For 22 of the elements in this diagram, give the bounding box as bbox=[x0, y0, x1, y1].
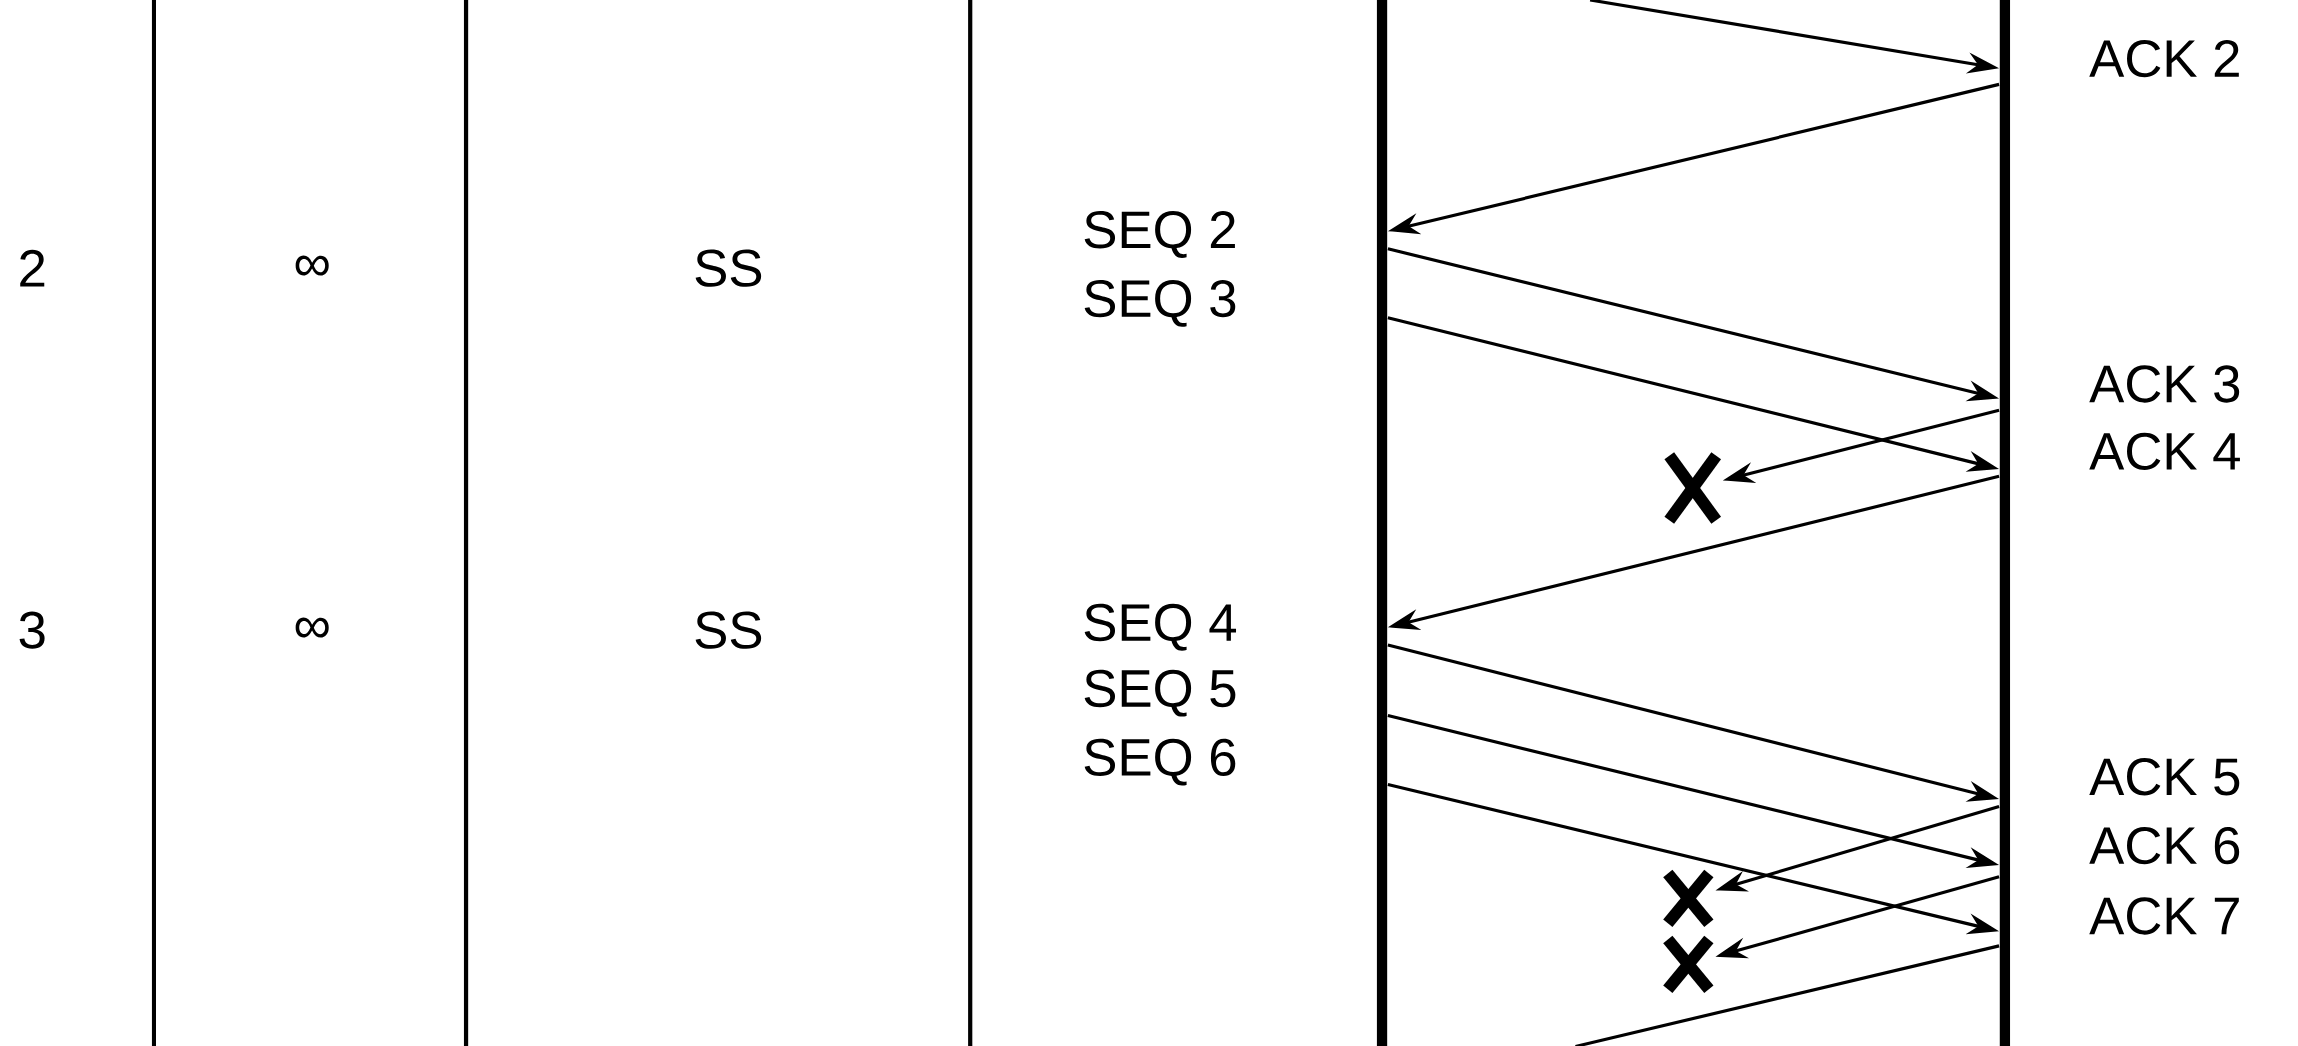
loss-cross bbox=[1663, 935, 1714, 993]
sequence-label: SEQ 5 bbox=[1084, 669, 1236, 717]
ack-label: ACK 5 bbox=[2089, 757, 2240, 796]
ack-label: ACK 6 bbox=[2089, 826, 2240, 865]
timeline-bar bbox=[1376, 0, 1388, 1046]
loss-cross bbox=[1663, 869, 1714, 927]
ack-label: ACK 2 bbox=[2089, 39, 2239, 78]
ack-label: ACK 3 bbox=[2089, 365, 2240, 403]
timeline-bar bbox=[1999, 0, 2011, 1046]
sequence-label: SEQ 2 bbox=[1084, 210, 1235, 258]
round-number: 2 bbox=[20, 249, 45, 287]
sequence-label: SEQ 3 bbox=[1084, 279, 1236, 327]
loss-cross bbox=[1664, 452, 1722, 524]
ack-label: ACK 7 bbox=[2089, 897, 2239, 935]
sequence-label: SEQ 6 bbox=[1084, 738, 1236, 786]
window-value: ∞ bbox=[295, 255, 329, 276]
phase-label: SS bbox=[695, 611, 762, 649]
sequence-label: SEQ 4 bbox=[1084, 603, 1237, 651]
round-number: 3 bbox=[19, 611, 45, 649]
ack-label: ACK 4 bbox=[2089, 432, 2240, 470]
window-value: ∞ bbox=[295, 617, 329, 638]
phase-label: SS bbox=[695, 249, 762, 287]
